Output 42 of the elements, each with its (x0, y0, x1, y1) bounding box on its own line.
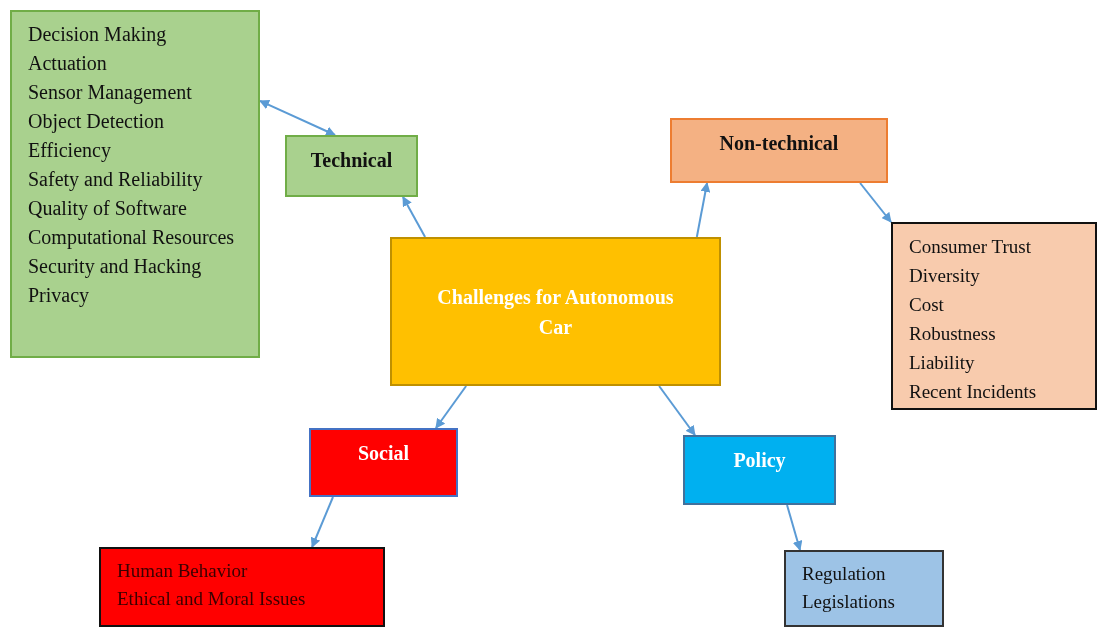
arrow (259, 99, 336, 136)
box-title: Policy (733, 448, 786, 474)
category-box (309, 428, 458, 497)
list-item: Robustness (909, 322, 997, 346)
topic-list-box (784, 550, 944, 627)
list-item: Sensor Management (28, 80, 193, 106)
list-item: Safety and Reliability (28, 167, 204, 193)
arrow (695, 182, 711, 238)
list-item: Decision Making (28, 22, 168, 48)
arrow (434, 385, 468, 429)
list-item: Privacy (28, 283, 91, 309)
topic-list-box (891, 222, 1097, 410)
list-item: Recent Incidents (909, 380, 1038, 404)
arrow (658, 385, 696, 436)
list-item: Cost (909, 293, 945, 317)
topic-list-box (99, 547, 385, 627)
list-item: Security and Hacking (28, 254, 203, 280)
arrow (310, 496, 334, 548)
arrow (401, 196, 427, 238)
box-title: Non-technical (719, 131, 839, 156)
category-box (285, 135, 418, 197)
list-item: Object Detection (28, 109, 166, 135)
arrow (786, 504, 803, 551)
box-title: Challenges for Autonomous Car (436, 284, 675, 340)
list-item: Quality of Software (28, 196, 188, 222)
list-item: Ethical and Moral Issues (117, 587, 307, 611)
list-item: Liability (909, 351, 976, 375)
category-box (670, 118, 888, 183)
category-box (683, 435, 836, 505)
list-item: Computational Resources (28, 225, 236, 251)
box-title: Social (357, 441, 410, 466)
box-title: Technical (310, 148, 393, 173)
arrow (859, 182, 892, 223)
list-item: Regulation (802, 562, 887, 586)
central-topic-box (390, 237, 721, 386)
list-item: Human Behavior (117, 559, 249, 583)
topic-list-box (10, 10, 260, 358)
list-item: Actuation (28, 51, 108, 76)
list-item: Legislations (802, 590, 896, 614)
list-item: Consumer Trust (909, 235, 1032, 259)
list-item: Diversity (909, 264, 981, 288)
list-item: Efficiency (28, 138, 112, 164)
